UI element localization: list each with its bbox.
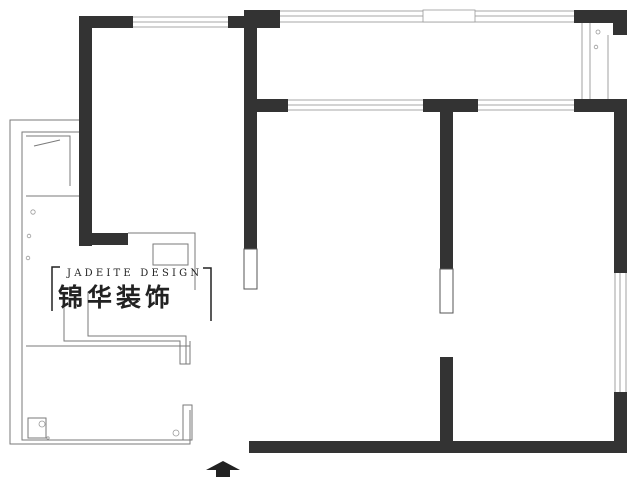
walls: [79, 10, 627, 453]
wall: [613, 10, 627, 35]
wall: [614, 99, 627, 273]
washer-base: [27, 417, 47, 439]
drain-fixture: [593, 44, 599, 50]
balcony-window-frame: [26, 135, 71, 186]
balcony-inner-line: [21, 131, 186, 441]
drain-fixture: [30, 209, 36, 215]
kitchen-sink: [152, 243, 189, 266]
door-stub: [243, 248, 258, 290]
wall: [440, 99, 453, 269]
door-stub: [439, 268, 454, 314]
window: [280, 9, 574, 23]
brand-logo: JADEITE DESIGN 锦华装饰: [51, 266, 212, 321]
wall: [574, 99, 627, 112]
wall: [79, 16, 92, 246]
wall: [79, 16, 133, 28]
floor-drain: [172, 429, 180, 437]
window: [288, 99, 423, 111]
windows: [133, 9, 627, 392]
window-sash: [422, 9, 476, 23]
window: [581, 23, 609, 99]
drain-fixture: [25, 255, 31, 261]
wall: [79, 233, 128, 245]
wall: [244, 16, 257, 249]
wall: [244, 99, 288, 112]
drain-fixture: [26, 233, 32, 239]
balcony-outline: [9, 119, 191, 445]
drain-fixture: [595, 29, 601, 35]
left-balcony: [9, 119, 191, 445]
wall: [440, 357, 453, 453]
drain-dot: [46, 436, 50, 440]
kitchen-partition-inner: [87, 292, 187, 364]
door-stubs: [243, 248, 454, 314]
window: [614, 273, 627, 392]
balcony-window-swing: [33, 139, 61, 147]
logo-bracket-right: [203, 267, 212, 321]
kitchen-area: [63, 232, 196, 441]
floor-drain: [38, 420, 46, 428]
kitchen-counter-line: [128, 232, 196, 290]
wall: [244, 10, 280, 23]
logo-bracket-left: [51, 266, 60, 311]
door-jamb: [182, 404, 193, 441]
window: [133, 16, 228, 28]
kitchen-partition: [63, 297, 191, 365]
window: [478, 99, 574, 111]
brand-english-name: JADEITE DESIGN: [66, 268, 202, 279]
entrance-arrow-icon: [206, 461, 240, 477]
wall: [249, 441, 627, 453]
brand-chinese-name: 锦华装饰: [58, 283, 174, 312]
wall: [614, 392, 627, 453]
